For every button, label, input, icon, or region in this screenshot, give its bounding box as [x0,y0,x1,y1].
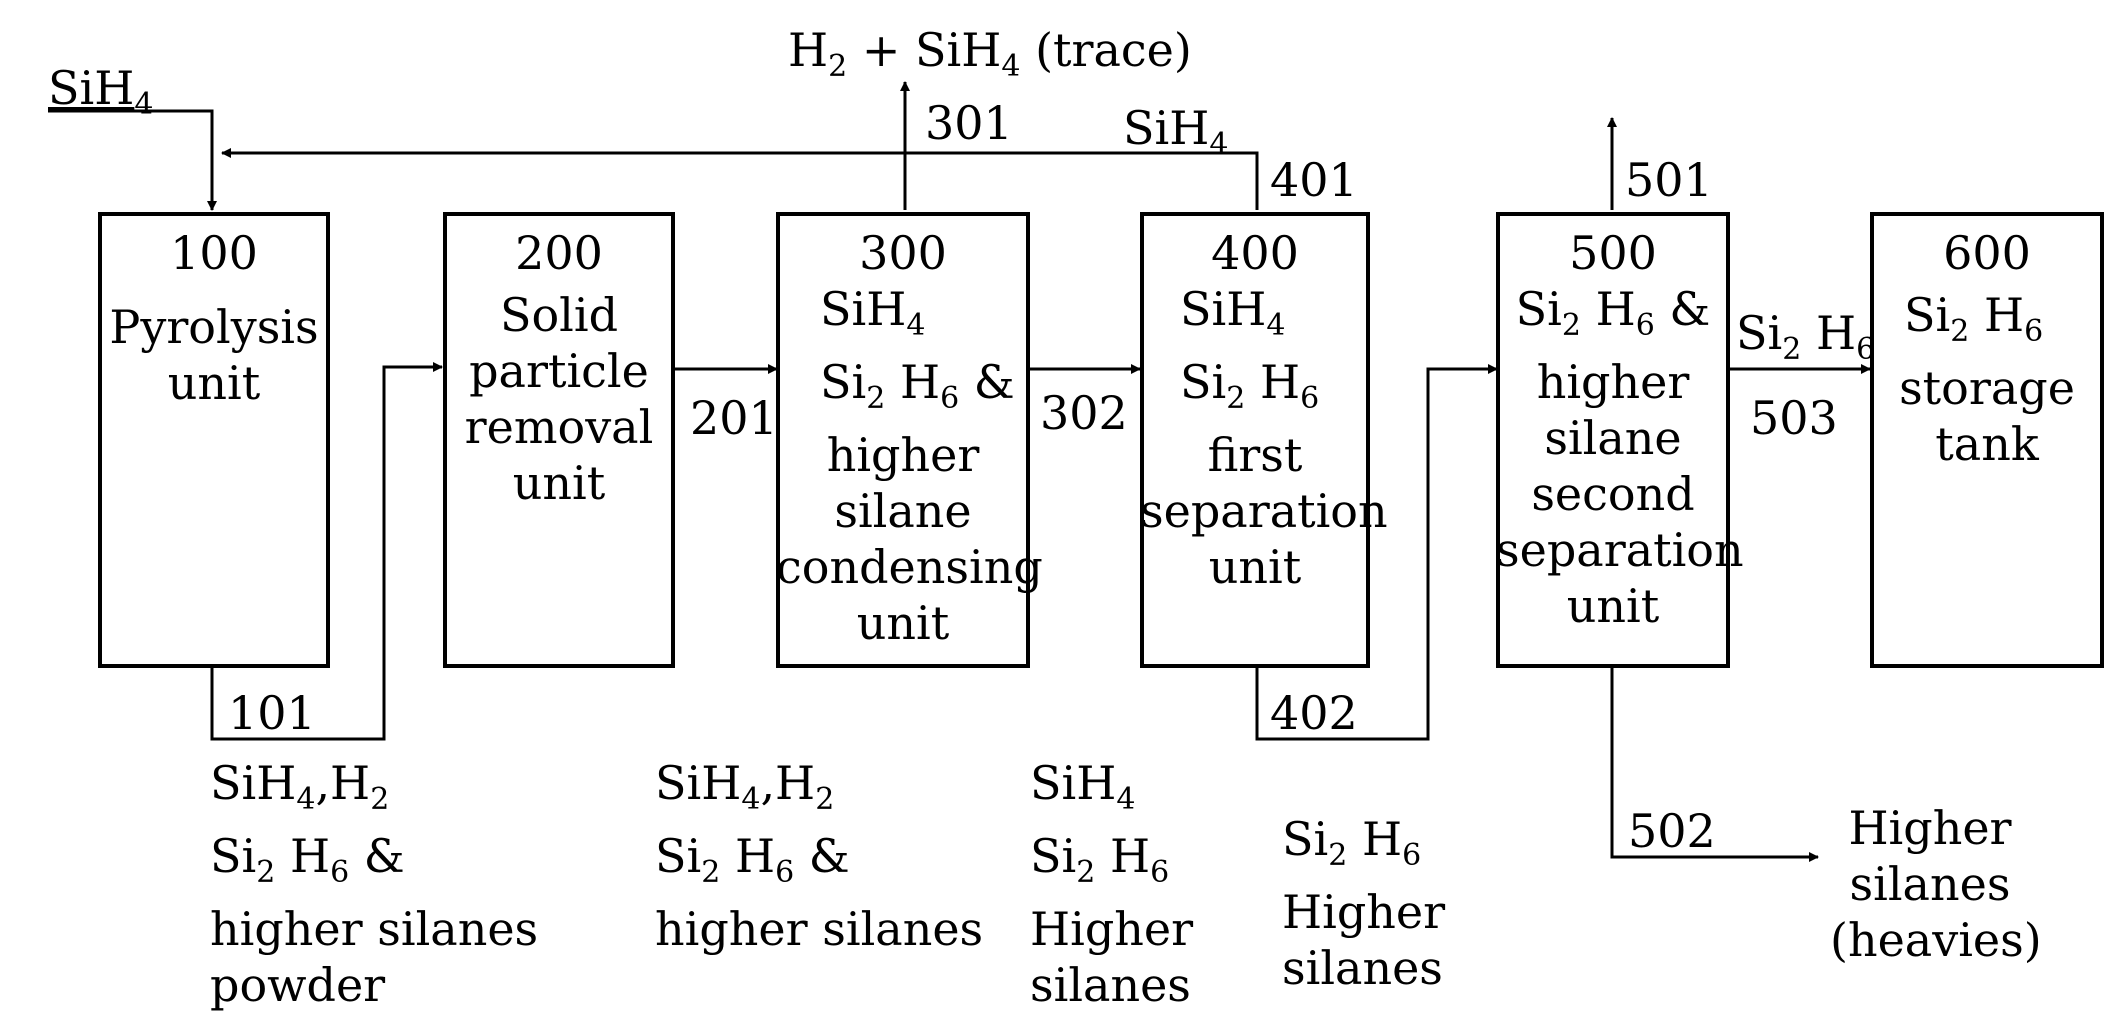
unit-300-line-4: unit [856,596,950,650]
unit-400-line-1: first [1207,428,1303,482]
composition-402: Si2 H6 Higher silanes [1282,812,1446,995]
unit-400-box [1140,212,1370,668]
unit-500-si2h6: Si2 H6 & [1515,282,1711,343]
unit-600-box [1870,212,2104,668]
unit-300-text: 300 SiH4 Si2 H6 & higher silane condensi… [776,225,1043,651]
stream-402-line [1255,364,1498,741]
unit-500-line-3: second [1531,467,1695,521]
unit-300-line-1: higher [826,428,980,482]
unit-500-line-2: silane [1544,411,1682,465]
unit-500-line-1: higher [1536,355,1690,409]
stream-501-label: 501 [1625,153,1713,207]
unit-300-sih4: SiH4 [820,282,926,343]
unit-200-text: 200 Solid particle removal unit [443,225,675,511]
stream-502-label: 502 [1628,804,1716,858]
unit-200-box [443,212,675,668]
stream-401-label: 401 [1270,153,1358,207]
unit-400-line-3: unit [1208,540,1302,594]
unit-300-line-2: silane [834,484,972,538]
composition-201: SiH4,H2 Si2 H6 & higher silanes [655,756,984,956]
stream-302-label: 302 [1040,386,1128,440]
heavies-label: Higher silanes (heavies) [1830,801,2042,967]
unit-400-id: 400 [1211,226,1299,280]
stream-101-label: 101 [228,686,316,740]
stream-301-label: 301 [925,96,1013,150]
recycle-label: SiH4 [1123,101,1229,162]
unit-400-text: 400 SiH4 Si2 H6 first separation unit [1140,225,1388,595]
unit-500-line-4: separation [1496,523,1744,577]
unit-100-line-2: unit [167,356,261,410]
unit-200-line-2: particle [469,344,649,398]
unit-200-line-4: unit [512,456,606,510]
unit-500-text: 500 Si2 H6 & higher silane second separa… [1496,225,1744,634]
unit-400-si2h6: Si2 H6 [1180,355,1320,416]
stream-503-composition: Si2 H6 [1736,306,1876,367]
unit-300-si2h6: Si2 H6 & [820,355,1015,416]
unit-600-line-2: tank [1935,417,2039,471]
stream-402-label: 402 [1270,686,1358,740]
stream-502-line [1610,665,1819,862]
unit-300-line-3: condensing [776,540,1043,594]
feed-label: SiH4 [48,61,154,122]
feed-line [48,109,217,211]
stream-201-label: 201 [690,391,778,445]
composition-302: SiH4 Si2 H6 Higher silanes [1030,756,1194,1012]
unit-400-sih4: SiH4 [1180,282,1286,343]
unit-500-id: 500 [1569,226,1657,280]
unit-100-line-1: Pyrolysis [109,300,319,354]
unit-100-box [98,212,330,668]
composition-101: SiH4,H2 Si2 H6 & higher silanes powder [210,756,539,1012]
unit-100-id: 100 [170,226,258,280]
unit-200-line-1: Solid [499,288,619,342]
top-output-label: H2 + SiH4 (trace) [788,23,1192,84]
unit-300-box [776,212,1030,668]
unit-600-line-1: storage [1899,361,2075,415]
stream-101-line [210,362,443,741]
recycle-line-401 [221,148,1259,210]
unit-500-box [1496,212,1730,668]
unit-600-id: 600 [1943,226,2031,280]
unit-200-line-3: removal [464,400,654,454]
unit-100-text: 100 Pyrolysis unit [98,225,330,411]
unit-600-si2h6: Si2 H6 [1904,288,2044,349]
unit-200-id: 200 [515,226,603,280]
unit-400-line-2: separation [1140,484,1388,538]
stream-503-label: 503 [1750,391,1838,445]
unit-300-id: 300 [859,226,947,280]
unit-600-text: 600 Si2 H6 storage tank [1870,225,2104,472]
unit-500-line-5: unit [1566,579,1660,633]
